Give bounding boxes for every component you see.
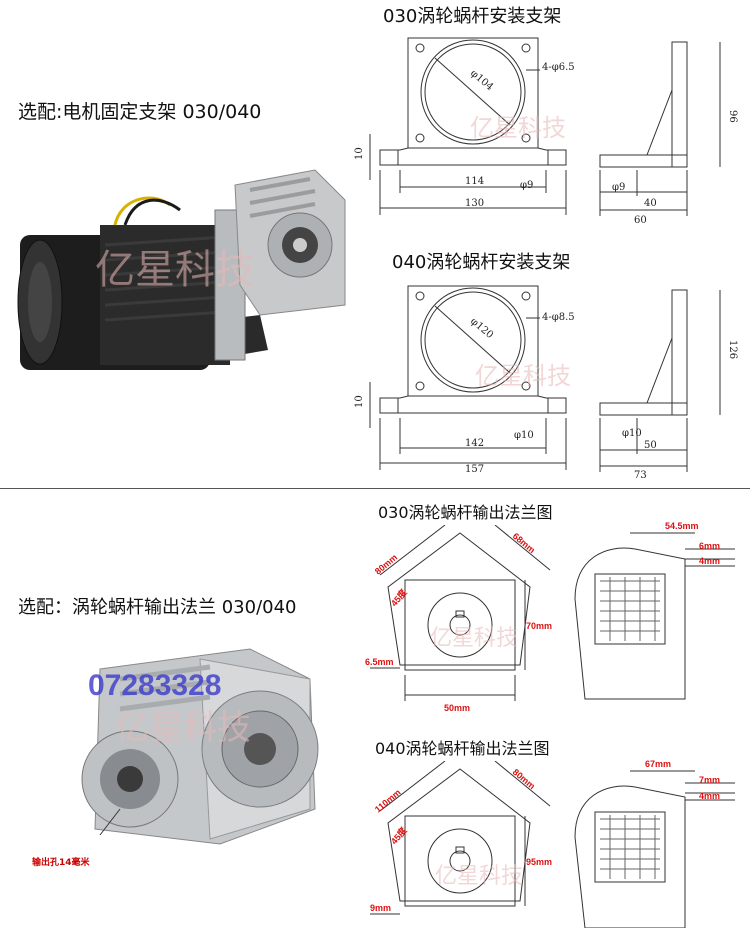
bracket040-circle-label: φ120 — [468, 316, 495, 341]
bracket040-side-hole: φ10 — [622, 428, 642, 439]
flange030-title: 030涡轮蜗杆输出法兰图 — [378, 503, 553, 522]
flange040-depth: 67mm — [645, 759, 671, 769]
bracket030-thickness-label: 10 — [354, 147, 365, 160]
flange040-title: 040涡轮蜗杆输出法兰图 — [375, 739, 550, 758]
flange040-side-drawing: 67mm 7mm 4mm — [574, 759, 735, 928]
bracket030-hole-dia: φ9 — [520, 180, 533, 191]
svg-text:亿星科技: 亿星科技 — [435, 864, 523, 889]
bracket040-title: 040涡轮蜗杆安装支架 — [392, 252, 571, 273]
flange030-side-drawing: 54.5mm 6mm 4mm — [574, 521, 735, 700]
bracket030-side-hole: φ9 — [612, 182, 625, 193]
bracket030-inner-width: 114 — [465, 176, 484, 187]
phone-watermark: 07283328 — [88, 669, 221, 702]
flange-caption: 选配：涡轮蜗杆输出法兰 030/040 — [18, 597, 297, 618]
svg-text:亿星科技: 亿星科技 — [475, 362, 571, 390]
bracket030-side-outer: 60 — [634, 215, 647, 226]
motor-photo: 亿星科技 — [17, 169, 346, 370]
bracket030-side-drawing: 96 φ9 40 60 — [599, 41, 738, 226]
flange030-hole: 6.5mm — [365, 657, 394, 667]
bracket040-inner-width: 142 — [465, 438, 484, 449]
flange040-angle: 45度 — [388, 824, 409, 846]
bracket030-front-drawing: φ104 4-φ6.5 10 114 130 φ9 亿星科技 — [354, 37, 575, 215]
output-hole-note: 输出孔14毫米 — [32, 858, 90, 868]
flange030-d1: 80mm — [373, 552, 399, 576]
bracket-caption: 选配:电机固定支架 030/040 — [18, 101, 262, 123]
bracket030-height-label: 96 — [727, 110, 738, 123]
flange040-d1: 110mm — [373, 787, 403, 814]
flange030-front-drawing: 80mm 68mm 45度 70mm 6.5mm 50mm 亿星科技 — [365, 525, 552, 713]
bracket030-holes-label: 4-φ6.5 — [542, 62, 575, 73]
flange040-hole: 9mm — [370, 903, 391, 913]
svg-text:亿星科技: 亿星科技 — [470, 114, 566, 142]
bracket-panel: 选配:电机固定支架 030/040 亿星科技 030涡轮蜗杆安装支架 — [17, 6, 738, 481]
svg-text:亿星科技: 亿星科技 — [115, 708, 251, 748]
bracket040-outer-width: 157 — [465, 464, 484, 475]
bracket040-side-inner: 50 — [644, 440, 657, 451]
bracket040-front-drawing: φ120 4-φ8.5 10 142 157 φ10 亿星科技 — [354, 285, 575, 475]
flange030-depth: 54.5mm — [665, 521, 699, 531]
flange040-d2: 80mm — [511, 767, 537, 791]
bracket040-hole-dia: φ10 — [514, 430, 534, 441]
bracket040-thickness-label: 10 — [354, 395, 365, 408]
flange030-t1: 6mm — [699, 541, 720, 551]
bracket030-title: 030涡轮蜗杆安装支架 — [383, 6, 562, 27]
svg-text:亿星科技: 亿星科技 — [430, 626, 518, 651]
flange-panel: 选配：涡轮蜗杆输出法兰 030/040 07283328 亿星科技 输出孔14毫… — [0, 488, 750, 928]
bracket040-side-drawing: 126 φ10 50 73 — [599, 289, 738, 481]
bracket030-side-inner: 40 — [644, 198, 657, 209]
flange030-side: 70mm — [526, 621, 552, 631]
flange040-t2: 4mm — [699, 791, 720, 801]
flange030-d2: 68mm — [511, 531, 537, 555]
flange040-t1: 7mm — [699, 775, 720, 785]
flange040-side: 95mm — [526, 857, 552, 867]
flange030-angle: 45度 — [388, 586, 409, 608]
bracket040-holes-label: 4-φ8.5 — [542, 312, 575, 323]
flange-photo: 07283328 亿星科技 — [81, 648, 319, 845]
flange030-t2: 4mm — [699, 556, 720, 566]
svg-text:亿星科技: 亿星科技 — [95, 247, 255, 293]
bracket040-height-label: 126 — [727, 340, 738, 359]
flange030-width: 50mm — [444, 703, 470, 713]
bracket030-circle-label: φ104 — [468, 68, 495, 93]
flange040-front-drawing: 110mm 80mm 45度 95mm 9mm 亿星科技 — [370, 761, 552, 915]
bracket030-outer-width: 130 — [465, 198, 484, 209]
bracket040-side-outer: 73 — [634, 470, 647, 481]
